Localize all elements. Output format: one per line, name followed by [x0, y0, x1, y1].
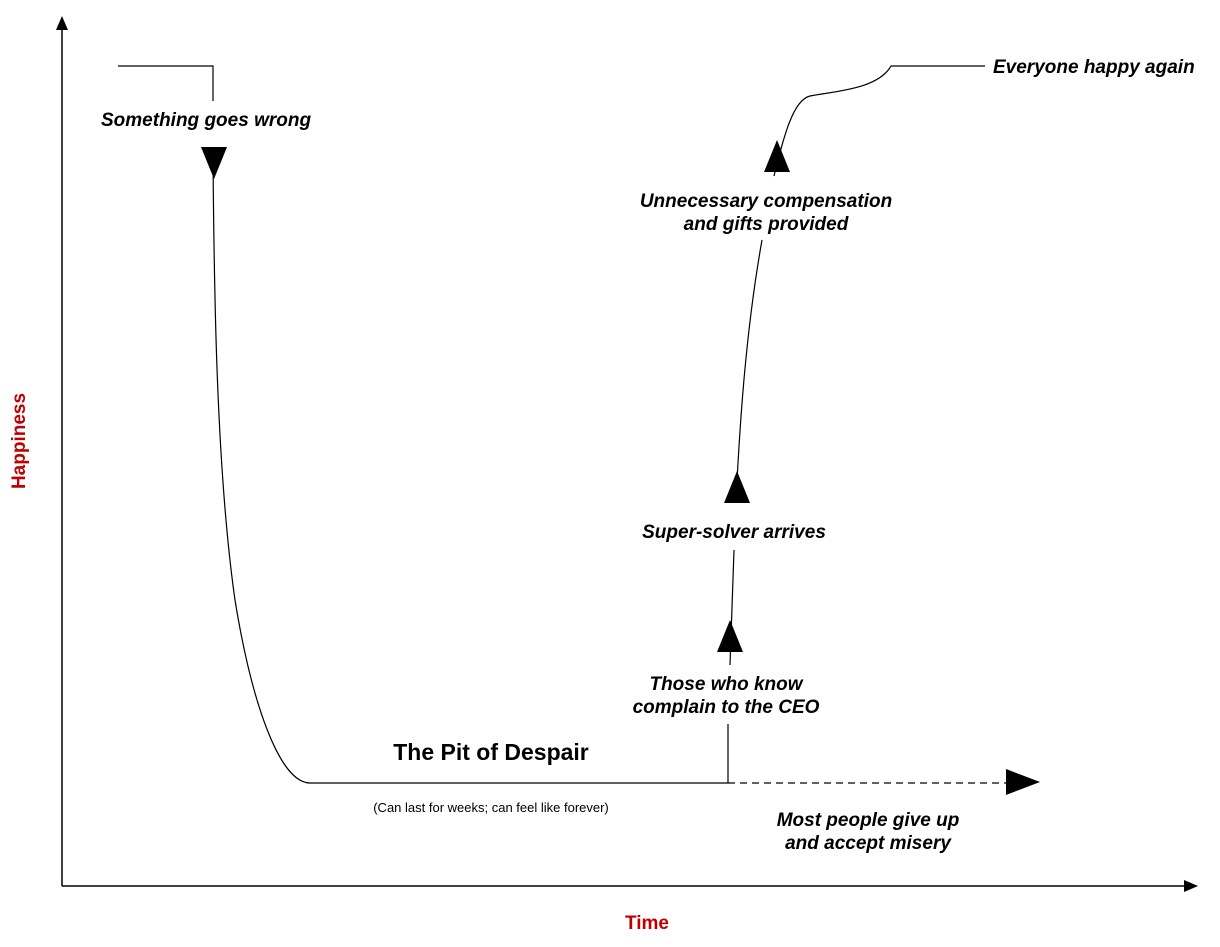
compensation-label-line2: and gifts provided: [683, 214, 849, 235]
y-axis-label: Happiness: [9, 392, 30, 490]
super-solver-label: Super-solver arrives: [642, 522, 826, 543]
complain-label-line1: Those who know: [649, 674, 803, 695]
rise-arrowhead-3: [764, 140, 790, 172]
down-arrowhead: [201, 147, 227, 179]
give-up-label-line1: Most people give up: [776, 810, 960, 831]
give-up-label-line2: and accept misery: [785, 833, 951, 854]
x-axis-arrowhead: [1184, 880, 1198, 892]
complain-label: Those who know complain to the CEO: [633, 673, 820, 719]
decline-curve: [212, 159, 728, 784]
complain-label-line2: complain to the CEO: [632, 697, 820, 718]
give-up-arrowhead: [1006, 769, 1040, 795]
rise-arrowhead-2: [724, 471, 750, 503]
something-goes-wrong-label: Something goes wrong: [101, 110, 312, 131]
everyone-happy-label: Everyone happy again: [993, 57, 1195, 78]
compensation-label-line1: Unnecessary compensation: [639, 191, 893, 212]
rise-arrowhead-1: [717, 620, 743, 652]
compensation-label: Unnecessary compensation and gifts provi…: [640, 190, 892, 236]
rise-segment-3: [735, 239, 763, 501]
x-axis-label: Time: [624, 913, 670, 934]
initial-happy-line: [118, 65, 214, 101]
y-axis-arrowhead: [56, 16, 68, 30]
give-up-label: Most people give up and accept misery: [777, 809, 960, 855]
pit-of-despair-note: (Can last for weeks; can feel like forev…: [373, 800, 609, 815]
pit-of-despair-title: The Pit of Despair: [393, 739, 589, 765]
rise-segment-4: [773, 65, 985, 177]
